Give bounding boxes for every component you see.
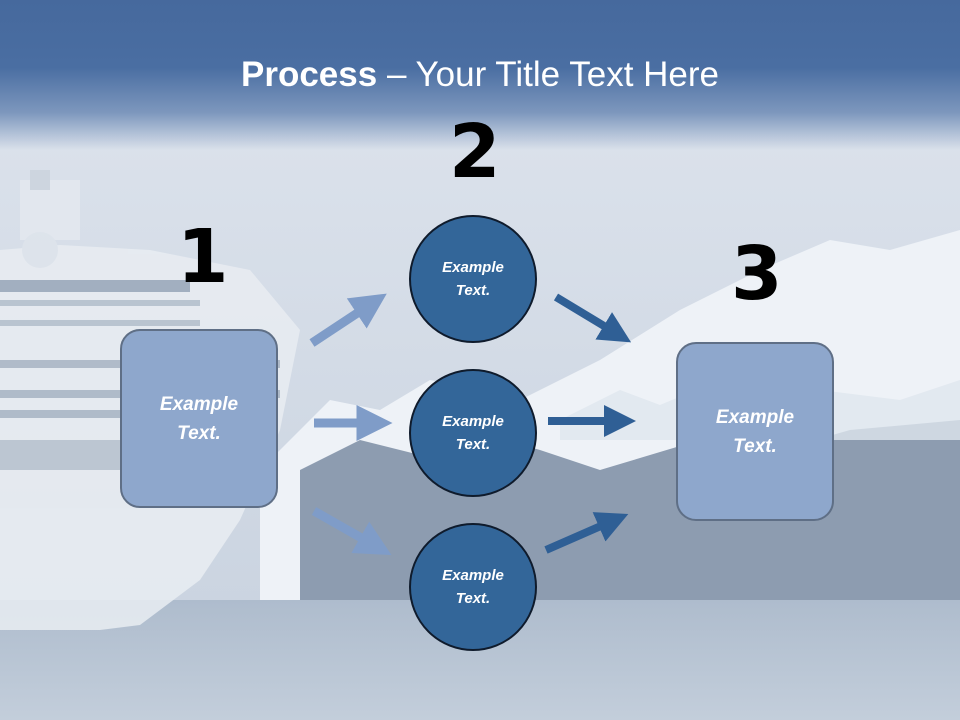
process-box-end-label: Example Text. xyxy=(715,406,795,457)
process-circle-middle[interactable]: Example Text. xyxy=(409,369,537,497)
step-number-1: 1 xyxy=(177,214,229,300)
title-band xyxy=(0,0,960,150)
slide-title: Process – Your Title Text Here xyxy=(0,52,960,98)
arrow-to-top-circle xyxy=(309,293,387,347)
step-number-2: 2 xyxy=(449,109,501,195)
process-circle-bottom[interactable]: Example Text. xyxy=(409,523,537,651)
title-rest: – Your Title Text Here xyxy=(377,55,719,94)
arrow-from-bottom-circle xyxy=(544,512,629,554)
step-number-3: 3 xyxy=(731,231,783,317)
process-circle-bottom-label: Example Text. xyxy=(442,567,504,607)
process-box-end[interactable]: Example Text. xyxy=(676,342,834,521)
arrow-from-top-circle xyxy=(553,293,632,343)
arrow-to-bottom-circle xyxy=(311,507,392,556)
title-bold: Process xyxy=(241,55,378,94)
process-box-start[interactable]: Example Text. xyxy=(120,329,278,508)
process-circle-top-label: Example Text. xyxy=(442,259,504,299)
process-box-start-label: Example Text. xyxy=(159,393,239,444)
process-circle-middle-label: Example Text. xyxy=(442,413,504,453)
process-circle-top[interactable]: Example Text. xyxy=(409,215,537,343)
